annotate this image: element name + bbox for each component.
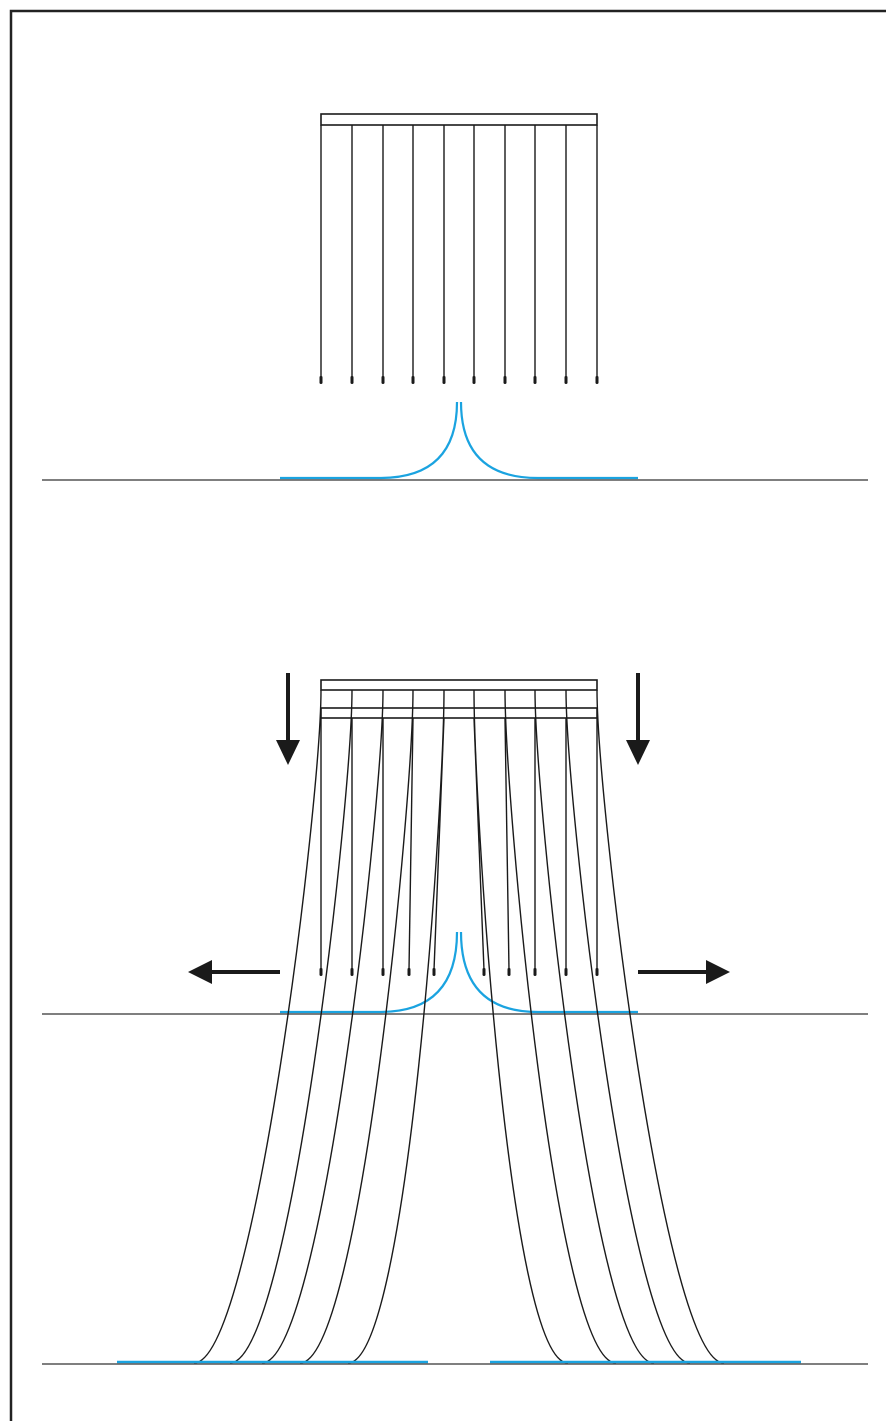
spread-strip-right: [459, 931, 638, 1014]
panel-1: [42, 113, 868, 481]
fanned-strip: [504, 689, 617, 1364]
fanned-strip: [534, 689, 655, 1364]
left-arrow-icon: [188, 960, 280, 984]
panel-3: [42, 679, 868, 1365]
spread-strip-right: [459, 401, 638, 480]
fanned-strip: [261, 689, 384, 1364]
spread-strip-left: [280, 401, 459, 480]
fanned-strip: [596, 689, 725, 1364]
fanned-strip: [473, 689, 569, 1364]
header-rail: [320, 113, 598, 126]
header-rail: [320, 679, 598, 691]
fanned-strip: [299, 689, 414, 1364]
right-arrow-icon: [638, 960, 730, 984]
down-arrow-icon: [626, 673, 650, 765]
strip-weights: [319, 968, 599, 976]
header-rail: [320, 707, 598, 719]
fanned-strip: [229, 689, 353, 1364]
figure-border: [9, 9, 886, 1421]
down-arrow-icon: [276, 673, 300, 765]
hanging-strip: [504, 717, 510, 971]
panel-2: [42, 673, 868, 1015]
hanging-strip: [408, 717, 414, 971]
fanned-strip: [193, 689, 322, 1364]
fanned-strip: [565, 689, 691, 1364]
fanned-strip: [347, 689, 445, 1364]
strip-weights: [319, 376, 599, 384]
